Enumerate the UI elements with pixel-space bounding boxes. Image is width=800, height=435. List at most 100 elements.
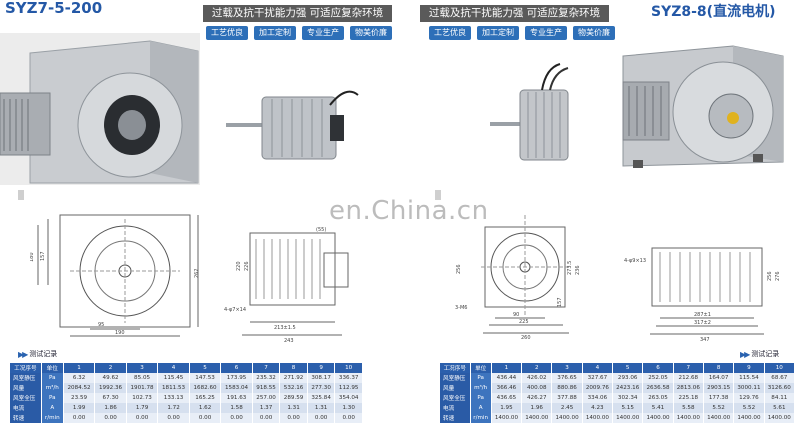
value-cell: 0.00 bbox=[334, 413, 363, 423]
value-cell: 2009.76 bbox=[582, 383, 614, 393]
value-cell: 165.25 bbox=[189, 393, 222, 403]
value-cell: 173.95 bbox=[220, 373, 253, 383]
left-tag-craft: 工艺优良 bbox=[206, 26, 248, 40]
row-unit-cell: r/min bbox=[41, 413, 64, 423]
left-motor-photo bbox=[226, 90, 359, 160]
value-cell: 2.45 bbox=[551, 403, 583, 413]
value-cell: 880.86 bbox=[551, 383, 583, 393]
left-double-arrow-icon: ▶▶ bbox=[18, 349, 28, 359]
header-index-cell: 1 bbox=[491, 363, 523, 373]
header-index-cell: 7 bbox=[252, 363, 281, 373]
value-cell: 225.18 bbox=[673, 393, 704, 403]
value-cell: 2423.16 bbox=[612, 383, 644, 393]
row-label-cell: 风量 bbox=[10, 383, 42, 393]
value-cell: 1992.36 bbox=[94, 383, 127, 393]
row-unit-cell: A bbox=[41, 403, 64, 413]
value-cell: 0.00 bbox=[189, 413, 222, 423]
right-edge-marker bbox=[435, 190, 441, 200]
value-cell: 1682.60 bbox=[189, 383, 222, 393]
left-tag-value: 物美价廉 bbox=[350, 26, 392, 40]
row-label-cell: 风量 bbox=[440, 383, 471, 393]
value-cell: 366.46 bbox=[491, 383, 523, 393]
value-cell: 376.65 bbox=[551, 373, 583, 383]
value-cell: 2813.06 bbox=[673, 383, 704, 393]
header-index-cell: 6 bbox=[220, 363, 253, 373]
value-cell: 354.04 bbox=[334, 393, 363, 403]
right-front-dim-h2: 273.5 bbox=[567, 261, 573, 275]
right-front-dim-w2: 225 bbox=[519, 319, 529, 325]
left-front-dim-w2: 190 bbox=[115, 330, 125, 336]
value-cell: 426.02 bbox=[521, 373, 553, 383]
value-cell: 115.45 bbox=[157, 373, 190, 383]
value-cell: 1400.00 bbox=[703, 413, 735, 423]
value-cell: 191.63 bbox=[220, 393, 253, 403]
right-tag-pro: 专业生产 bbox=[525, 26, 567, 40]
header-index-cell: 4 bbox=[582, 363, 614, 373]
right-side-dim-h1: 256 bbox=[767, 271, 773, 281]
header-index-cell: 2 bbox=[521, 363, 553, 373]
value-cell: 1.31 bbox=[279, 403, 308, 413]
row-unit-cell: A bbox=[470, 403, 492, 413]
value-cell: 302.34 bbox=[612, 393, 644, 403]
left-test-title: ▶▶ 测试记录 bbox=[18, 349, 57, 359]
value-cell: 164.07 bbox=[703, 373, 735, 383]
value-cell: 1.79 bbox=[126, 403, 159, 413]
value-cell: 436.44 bbox=[491, 373, 523, 383]
value-cell: 1.86 bbox=[94, 403, 127, 413]
header-index-cell: 5 bbox=[612, 363, 644, 373]
right-side-drawing: 4-φ9×13 256 276 287±1 317±2 347 bbox=[624, 247, 781, 343]
value-cell: 1.58 bbox=[220, 403, 253, 413]
header-index-cell: 3 bbox=[126, 363, 159, 373]
value-cell: 112.95 bbox=[334, 383, 363, 393]
value-cell: 0.00 bbox=[126, 413, 159, 423]
value-cell: 129.76 bbox=[733, 393, 765, 403]
value-cell: 68.67 bbox=[764, 373, 796, 383]
left-tag-custom: 加工定制 bbox=[254, 26, 296, 40]
value-cell: 67.30 bbox=[94, 393, 127, 403]
value-cell: 115.54 bbox=[733, 373, 765, 383]
row-label-cell: 电流 bbox=[10, 403, 42, 413]
row-label-cell: 风室静压 bbox=[10, 373, 42, 383]
value-cell: 334.06 bbox=[582, 393, 614, 403]
value-cell: 277.30 bbox=[307, 383, 336, 393]
value-cell: 1.96 bbox=[521, 403, 553, 413]
left-front-drawing: 180 157 262 95 190 bbox=[30, 214, 200, 337]
right-tag-value: 物美价廉 bbox=[573, 26, 615, 40]
value-cell: 1400.00 bbox=[733, 413, 765, 423]
header-index-cell: 2 bbox=[94, 363, 127, 373]
row-label-cell: 风室全压 bbox=[10, 393, 42, 403]
row-label-cell: 电流 bbox=[440, 403, 471, 413]
left-side-dim-holes: 4-φ7×14 bbox=[224, 307, 246, 313]
left-front-dim-h1: 180 bbox=[30, 252, 35, 262]
left-model-title: SYZ7-5-200 bbox=[5, 0, 103, 17]
left-side-dim-d2: 220 bbox=[236, 261, 242, 271]
value-cell: 1.31 bbox=[307, 403, 336, 413]
value-cell: 1.72 bbox=[157, 403, 190, 413]
value-cell: 0.00 bbox=[220, 413, 253, 423]
value-cell: 1.95 bbox=[491, 403, 523, 413]
left-edge-marker bbox=[18, 190, 24, 200]
value-cell: 1400.00 bbox=[764, 413, 796, 423]
row-unit-cell: m³/h bbox=[41, 383, 64, 393]
header-index-cell: 10 bbox=[764, 363, 796, 373]
left-test-title-text: 测试记录 bbox=[29, 350, 58, 358]
right-side-dim-w3: 347 bbox=[700, 337, 710, 343]
right-front-dim-w3: 260 bbox=[521, 335, 531, 340]
right-tag-custom: 加工定制 bbox=[477, 26, 519, 40]
header-index-cell: 9 bbox=[733, 363, 765, 373]
value-cell: 147.53 bbox=[189, 373, 222, 383]
value-cell: 1.99 bbox=[63, 403, 96, 413]
row-unit-cell: Pa bbox=[470, 393, 492, 403]
value-cell: 5.61 bbox=[764, 403, 796, 413]
left-side-dim-w2: 243 bbox=[284, 338, 294, 344]
value-cell: 5.52 bbox=[703, 403, 735, 413]
value-cell: 336.37 bbox=[334, 373, 363, 383]
value-cell: 1.37 bbox=[252, 403, 281, 413]
header-label-cell: 工况序号 bbox=[440, 363, 471, 373]
value-cell: 2636.58 bbox=[642, 383, 674, 393]
